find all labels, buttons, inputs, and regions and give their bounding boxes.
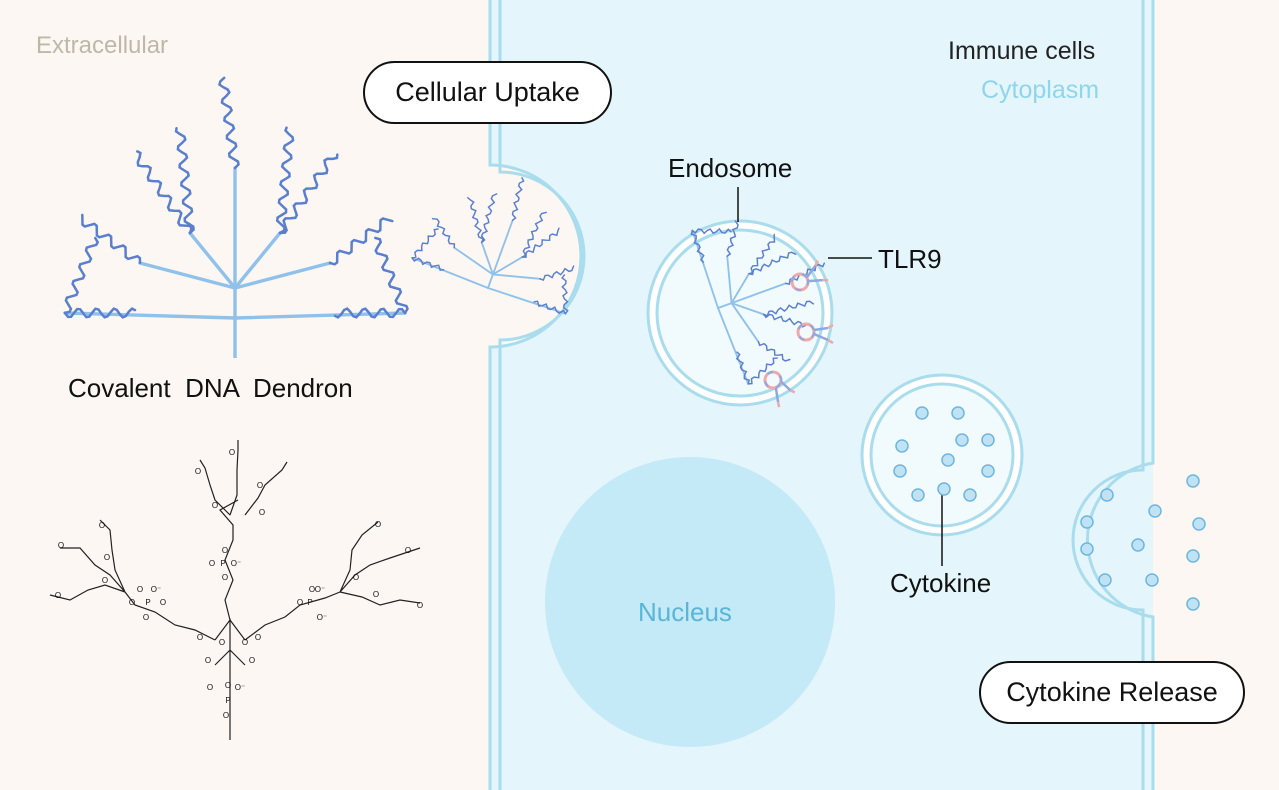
atom-label: O bbox=[255, 633, 261, 642]
immune-cells-label: Immune cells bbox=[948, 37, 1096, 65]
atom-label: O bbox=[222, 546, 228, 555]
atom-label: O bbox=[353, 573, 359, 582]
cytokine-label: Cytokine bbox=[890, 568, 992, 598]
cytokine-dot bbox=[1100, 488, 1114, 502]
atom-label: O bbox=[143, 613, 149, 622]
cell-membrane-left-inner bbox=[498, 0, 586, 790]
released-cytokine-dots bbox=[1080, 474, 1206, 611]
atom-label: O bbox=[222, 573, 228, 582]
cell-membrane-right-inner bbox=[1071, 0, 1145, 790]
extracellular-label: Extracellular bbox=[36, 32, 169, 59]
cytoplasm-label: Cytoplasm bbox=[981, 76, 1100, 104]
atom-label: O⁻ bbox=[231, 559, 241, 568]
cytokine-dot bbox=[1186, 474, 1200, 488]
nucleus bbox=[545, 457, 835, 747]
atom-label: O⁻ bbox=[235, 683, 245, 692]
nucleus-label: Nucleus bbox=[638, 597, 732, 627]
atom-label: O bbox=[373, 590, 379, 599]
atom-label: O bbox=[297, 598, 303, 607]
cytokine-dot bbox=[911, 488, 925, 502]
endosome-dendron bbox=[690, 220, 826, 385]
atom-label: O bbox=[249, 656, 255, 665]
atom-label: O bbox=[375, 520, 381, 529]
atom-label: O⁻ bbox=[151, 585, 161, 594]
cytokine-dot bbox=[963, 488, 977, 502]
dendron-chemical-structure bbox=[49, 440, 421, 740]
uptake-dendron bbox=[411, 177, 575, 315]
atom-label: P bbox=[220, 559, 225, 568]
atom-label: O bbox=[242, 638, 248, 647]
tlr9-receptor bbox=[763, 370, 796, 408]
tlr9-receptor bbox=[796, 322, 834, 345]
atom-label: O bbox=[229, 448, 235, 457]
atom-label: O bbox=[160, 598, 166, 607]
atom-label: O⁻ bbox=[315, 585, 325, 594]
cytokine-dot bbox=[981, 464, 995, 478]
tlr9-receptor bbox=[790, 260, 829, 292]
cytokine-dot bbox=[951, 406, 965, 420]
atom-label: O bbox=[195, 467, 201, 476]
atom-label: O bbox=[212, 501, 218, 510]
atom-label: O bbox=[197, 633, 203, 642]
atom-label: O bbox=[219, 638, 225, 647]
cytokine-dot bbox=[895, 439, 909, 453]
atom-label: O bbox=[55, 591, 61, 600]
atom-label: O bbox=[223, 711, 229, 720]
cytokine-release-badge: Cytokine Release bbox=[979, 661, 1245, 724]
covalent-dna-dendron-label: Covalent DNA Dendron bbox=[68, 373, 353, 403]
cytokine-dot bbox=[1148, 504, 1162, 518]
atom-label: O bbox=[104, 553, 110, 562]
cytokine-dot bbox=[1192, 517, 1206, 531]
atom-label: O bbox=[102, 576, 108, 585]
atom-label: O bbox=[129, 598, 135, 607]
endosome-inner-membrane bbox=[655, 228, 825, 398]
cytokine-dot bbox=[955, 433, 969, 447]
atom-label: P bbox=[145, 598, 150, 607]
atom-label: O bbox=[309, 585, 315, 594]
cellular-uptake-badge: Cellular Uptake bbox=[363, 61, 612, 124]
cytokine-dot bbox=[941, 453, 955, 467]
cytokine-dot bbox=[893, 464, 907, 478]
atom-label: O bbox=[207, 683, 213, 692]
atom-label: O⁻ bbox=[317, 613, 327, 622]
tlr9-label: TLR9 bbox=[878, 244, 942, 274]
atom-label: P bbox=[225, 696, 230, 705]
cytokine-dots-in-vesicle bbox=[893, 406, 995, 502]
cytokine-dot bbox=[1080, 515, 1094, 529]
endosome-label: Endosome bbox=[668, 153, 793, 183]
cytokine-dot bbox=[1080, 542, 1094, 556]
covalent-dna-dendron-illustration bbox=[63, 76, 409, 358]
atom-label: O bbox=[405, 546, 411, 555]
atom-label: O bbox=[205, 656, 211, 665]
atom-label: O bbox=[257, 481, 263, 490]
atom-label: O bbox=[259, 508, 265, 517]
atom-label: O bbox=[137, 585, 143, 594]
cytokine-dot bbox=[1145, 573, 1159, 587]
atom-label: O bbox=[99, 521, 105, 530]
atom-label: O bbox=[209, 559, 215, 568]
cytokine-dot bbox=[1186, 549, 1200, 563]
cytokine-dot bbox=[937, 482, 951, 496]
cytokine-dot bbox=[915, 406, 929, 420]
cytokine-dot bbox=[981, 433, 995, 447]
atom-label: O bbox=[417, 601, 423, 610]
atom-label: O bbox=[58, 541, 64, 550]
cytokine-dot bbox=[1098, 573, 1112, 587]
cell-membrane-left bbox=[488, 0, 583, 790]
atom-label: O bbox=[225, 681, 231, 690]
atom-label: P bbox=[307, 598, 312, 607]
cytokine-dot bbox=[1186, 597, 1200, 611]
cytokine-dot bbox=[1131, 538, 1145, 552]
